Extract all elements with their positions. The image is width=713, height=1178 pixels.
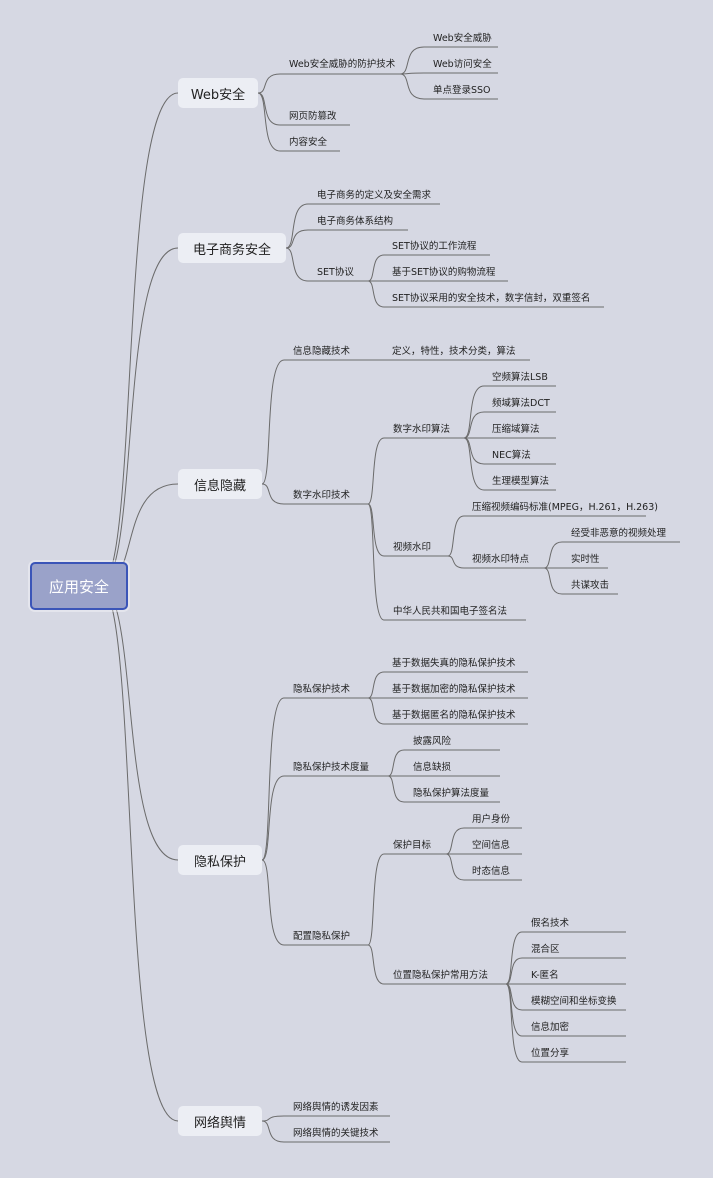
connector-line-84 <box>445 853 465 881</box>
node-web-access[interactable]: Web访问安全 <box>433 59 492 70</box>
node-location-privacy[interactable]: 配置隐私保护 <box>293 931 351 942</box>
node-target-identity[interactable]: 用户身份 <box>472 814 511 825</box>
connector-line-60 <box>261 697 285 861</box>
connector-line-29 <box>261 359 285 485</box>
node-alg-compressed[interactable]: 压缩域算法 <box>492 424 540 435</box>
connector-line-58 <box>367 503 385 621</box>
connector-line-15 <box>257 92 281 152</box>
node-web-defense[interactable]: Web安全威胁的防护技术 <box>289 59 396 70</box>
connector-line-7 <box>399 46 425 75</box>
node-ecom-architecture[interactable]: 电子商务体系结构 <box>317 216 394 227</box>
node-ecom-set[interactable]: SET协议 <box>317 267 354 278</box>
node-method-fuzzy[interactable]: 模糊空间和坐标变换 <box>531 996 617 1007</box>
node-signature-law[interactable]: 中华人民共和国电子签名法 <box>393 606 508 617</box>
connector-line-56 <box>543 567 563 595</box>
connector-line-21 <box>285 247 309 282</box>
node-video-standard[interactable]: 压缩视频编码标准(MPEG，H.261，H.263) <box>472 502 658 513</box>
branch-information-hiding[interactable]: 信息隐藏 <box>178 469 262 499</box>
node-method-encryption[interactable]: 信息加密 <box>531 1022 570 1033</box>
connector-line-48 <box>447 515 465 557</box>
connector-line-98 <box>505 983 523 1063</box>
node-target-space[interactable]: 空间信息 <box>472 840 511 851</box>
connector-line-1 <box>99 247 179 587</box>
node-method-pseudonym[interactable]: 假名技术 <box>531 918 570 929</box>
connector-line-13 <box>257 92 281 126</box>
connector-line-44 <box>463 437 485 491</box>
node-method-mixzone[interactable]: 混合区 <box>531 944 560 955</box>
node-alg-physiological[interactable]: 生理模型算法 <box>492 476 550 487</box>
connector-line-62 <box>367 671 385 699</box>
node-web-tamper[interactable]: 网页防篡改 <box>289 111 337 122</box>
node-watermark-tech[interactable]: 数字水印技术 <box>293 490 351 501</box>
node-set-workflow[interactable]: SET协议的工作流程 <box>392 241 477 252</box>
node-target-time[interactable]: 时态信息 <box>472 866 511 877</box>
node-video-feature-collusion[interactable]: 共谋攻击 <box>571 580 610 591</box>
node-protection-target[interactable]: 保护目标 <box>393 840 432 851</box>
node-video-watermark[interactable]: 视频水印 <box>393 542 432 553</box>
connector-line-80 <box>445 827 465 855</box>
node-web-threat[interactable]: Web安全威胁 <box>433 33 492 44</box>
connector-line-5 <box>257 73 281 94</box>
node-video-feature-realtime[interactable]: 实时性 <box>571 554 600 565</box>
connector-line-74 <box>387 775 405 803</box>
connector-line-102 <box>261 1120 285 1143</box>
connector-line-23 <box>367 254 385 282</box>
node-alg-nec[interactable]: NEC算法 <box>492 450 531 461</box>
node-set-shopping[interactable]: 基于SET协议的购物流程 <box>392 267 496 278</box>
node-privacy-distortion[interactable]: 基于数据失真的隐私保护技术 <box>392 658 516 669</box>
branch-privacy-protection[interactable]: 隐私保护 <box>178 845 262 875</box>
connector-line-66 <box>367 697 385 725</box>
connector-line-17 <box>285 203 309 249</box>
connector-line-0 <box>99 92 179 587</box>
connector-line-68 <box>261 775 285 861</box>
node-watermark-algorithms[interactable]: 数字水印算法 <box>393 424 451 435</box>
node-video-features[interactable]: 视频水印特点 <box>472 554 530 565</box>
connector-line-34 <box>367 437 385 505</box>
branch-ecommerce-security[interactable]: 电子商务安全 <box>178 233 286 263</box>
connector-line-3 <box>99 585 179 861</box>
connector-line-27 <box>367 280 385 308</box>
node-privacy-encryption[interactable]: 基于数据加密的隐私保护技术 <box>392 684 516 695</box>
connector-line-70 <box>387 749 405 777</box>
node-measure-disclosure[interactable]: 披露风险 <box>413 736 452 747</box>
connector-line-52 <box>543 541 563 569</box>
node-set-techniques[interactable]: SET协议采用的安全技术，数字信封，双重签名 <box>392 293 591 304</box>
node-hiding-tech-detail[interactable]: 定义，特性，技术分类，算法 <box>392 346 516 357</box>
node-privacy-measure[interactable]: 隐私保护技术度量 <box>293 762 370 773</box>
node-privacy-tech[interactable]: 隐私保护技术 <box>293 684 351 695</box>
node-opinion-tech[interactable]: 网络舆情的关键技术 <box>293 1128 379 1139</box>
node-opinion-causes[interactable]: 网络舆情的诱发因素 <box>293 1102 379 1113</box>
node-measure-algorithm[interactable]: 隐私保护算法度量 <box>413 788 490 799</box>
node-privacy-anonymization[interactable]: 基于数据匿名的隐私保护技术 <box>392 710 516 721</box>
node-alg-lsb[interactable]: 空频算法LSB <box>492 372 548 383</box>
connector-line-76 <box>261 859 285 946</box>
node-location-methods[interactable]: 位置隐私保护常用方法 <box>393 970 489 981</box>
node-method-sharing[interactable]: 位置分享 <box>531 1048 570 1059</box>
node-measure-loss[interactable]: 信息缺损 <box>413 762 452 773</box>
branch-web-security[interactable]: Web安全 <box>178 78 258 108</box>
node-web-sso[interactable]: 单点登录SSO <box>433 85 491 96</box>
connector-line-42 <box>463 437 485 465</box>
connector-line-86 <box>367 944 385 985</box>
connector-line-19 <box>285 229 309 249</box>
connector-line-100 <box>261 1115 285 1122</box>
node-hiding-tech[interactable]: 信息隐藏技术 <box>293 346 351 357</box>
connector-line-38 <box>463 411 485 439</box>
connector-line-78 <box>367 853 385 946</box>
node-web-content[interactable]: 内容安全 <box>289 137 328 148</box>
node-alg-dct[interactable]: 频域算法DCT <box>492 398 550 409</box>
node-video-feature-processing[interactable]: 经受非恶意的视频处理 <box>571 528 667 539</box>
connector-line-50 <box>447 555 465 569</box>
connector-line-36 <box>463 385 485 439</box>
connector-line-90 <box>505 957 523 985</box>
connector-line-32 <box>261 483 285 505</box>
root-node[interactable]: 应用安全 <box>30 562 128 610</box>
node-ecom-definition[interactable]: 电子商务的定义及安全需求 <box>317 190 432 201</box>
node-method-kanonymity[interactable]: K-匿名 <box>531 970 559 981</box>
connector-line-4 <box>99 585 179 1122</box>
connector-line-11 <box>399 73 425 100</box>
branch-network-public-opinion[interactable]: 网络舆情 <box>178 1106 262 1136</box>
